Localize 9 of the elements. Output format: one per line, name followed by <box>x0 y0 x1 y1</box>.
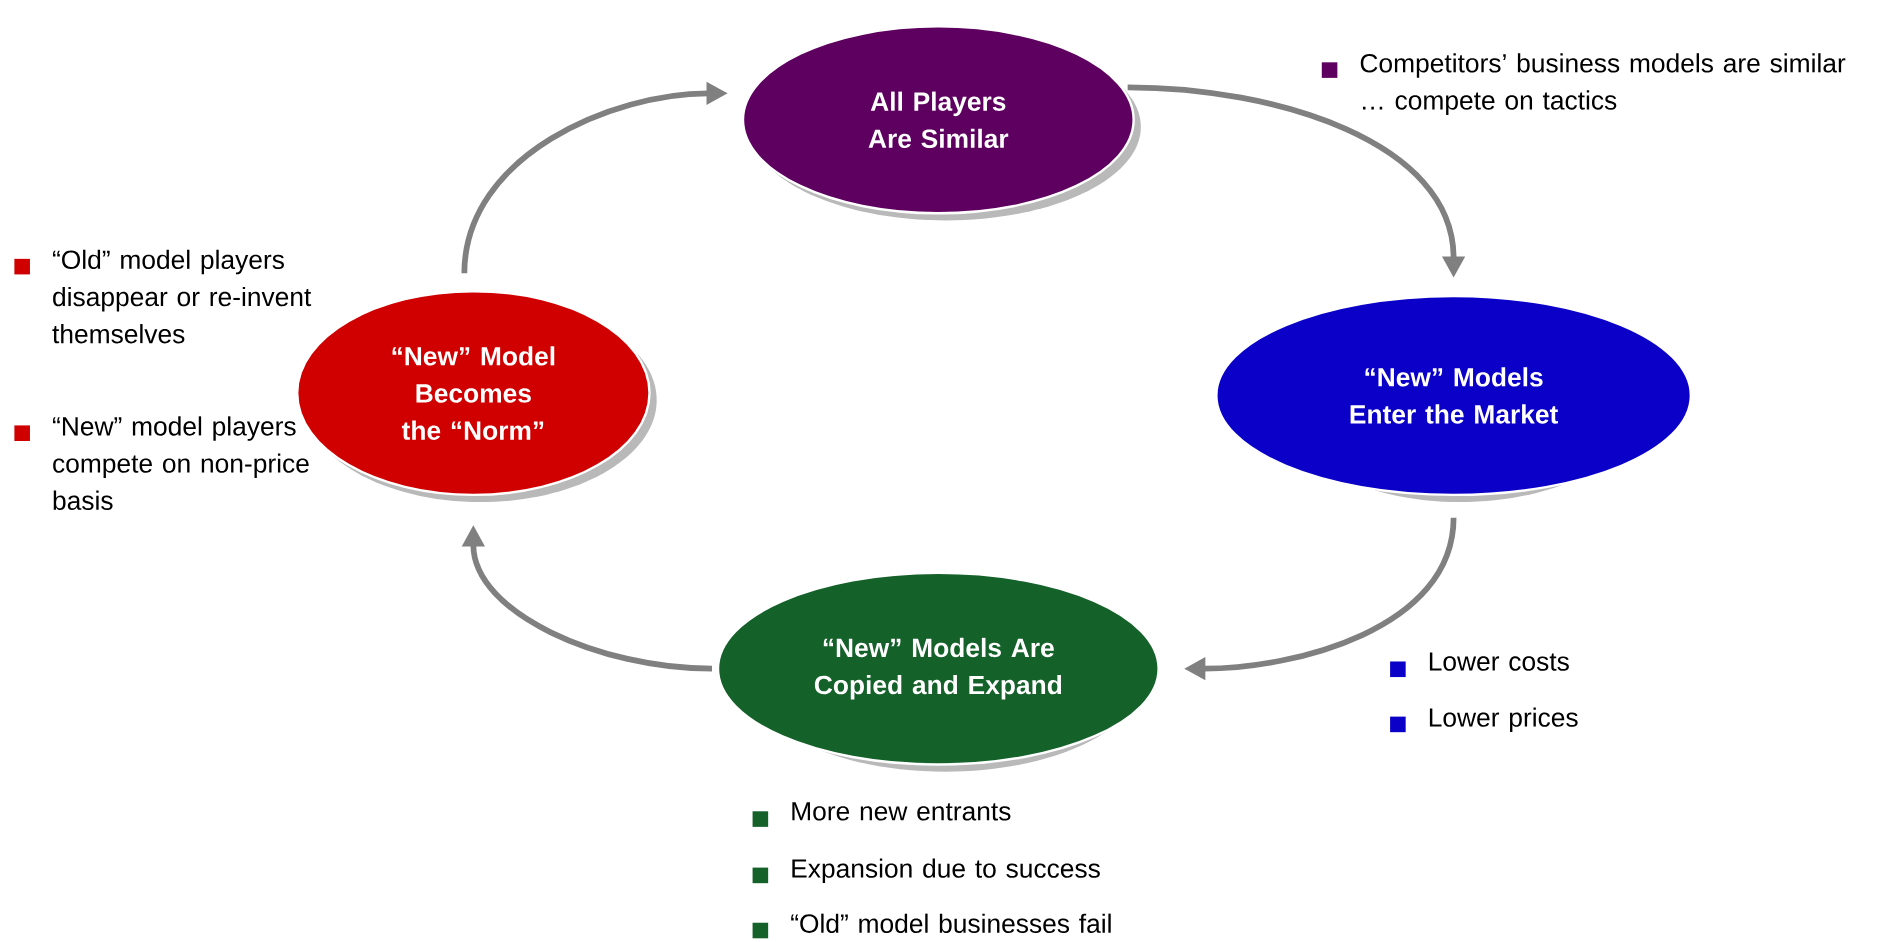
bullet-item: Competitors’ business models are similar … compete on tactics <box>1321 53 1846 115</box>
bullet-item: More new entrants <box>752 802 1011 827</box>
bullet-item: “Old” model businesses fail <box>752 913 1111 939</box>
ellipse-node: All Players Are Similar <box>741 25 1141 221</box>
bullet-item: Lower costs <box>1390 652 1569 678</box>
bullet-item: Lower prices <box>1390 707 1578 733</box>
ellipse-node: “New” Models Are Copied and Expand <box>716 571 1160 772</box>
ellipse-node: “New” Models Enter the Market <box>1215 294 1693 503</box>
bullet-item: Expansion due to success <box>752 858 1100 884</box>
